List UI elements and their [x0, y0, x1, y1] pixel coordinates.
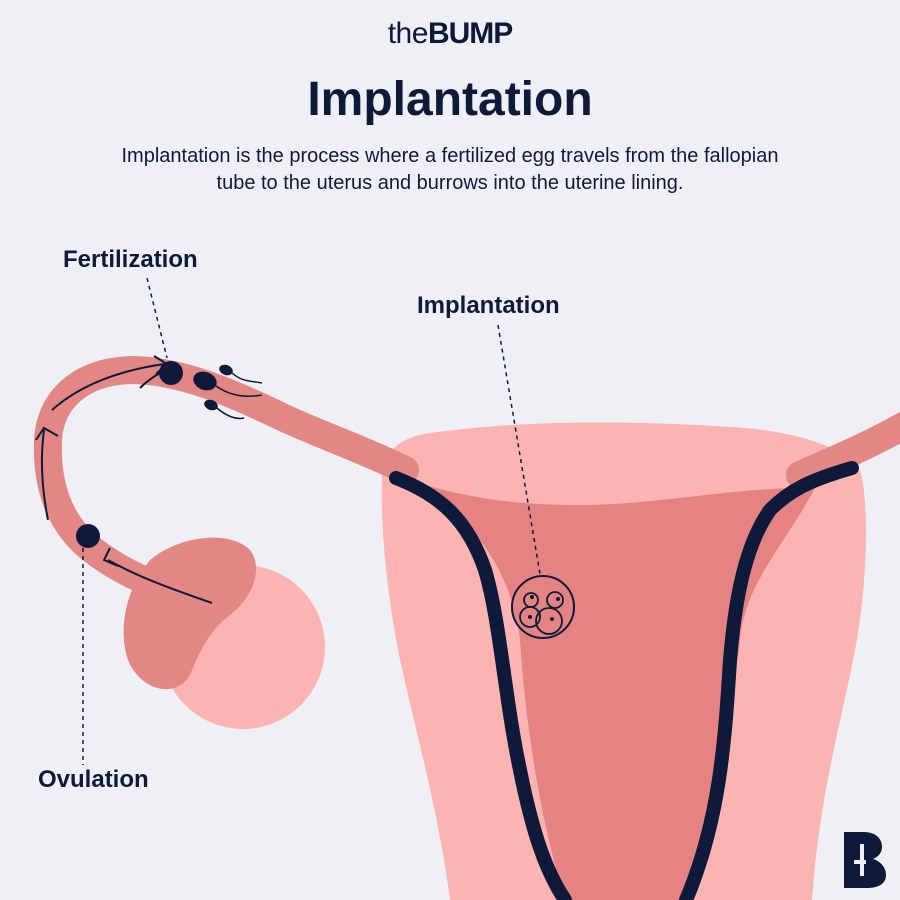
page-description: Implantation is the process where a fert… [121, 145, 779, 194]
brand-logo: theBUMP [0, 14, 900, 54]
fertilization-callout-line [146, 277, 168, 359]
ovulation-label: Ovulation [38, 766, 149, 793]
uterine-lining-right [679, 461, 859, 900]
travel-arrow-2-head [35, 426, 59, 441]
embryo [511, 575, 575, 639]
sperm-1 [193, 371, 263, 398]
bump-logo-mark [844, 832, 886, 888]
sperm-3 [204, 399, 245, 420]
ovary-ligament [123, 537, 257, 690]
brand-logo-bold: BUMP [427, 17, 513, 50]
fertilization-label: Fertilization [63, 246, 198, 273]
travel-arrow-1 [107, 559, 213, 604]
travel-arrow-1-head [102, 547, 119, 567]
brand-logo-light: the [387, 17, 429, 50]
fertilization-dot [159, 361, 183, 385]
ovulation-dot [76, 524, 100, 548]
travel-arrow-3 [51, 363, 166, 411]
implantation-label: Implantation [417, 292, 560, 319]
fallopian-tube-left [33, 355, 419, 617]
travel-arrow-2 [40, 429, 49, 521]
implantation-callout-line [497, 324, 541, 575]
page-title: Implantation [307, 73, 593, 126]
sperm-2 [219, 364, 263, 384]
fallopian-tube-right [786, 412, 900, 489]
uterine-lining-left [389, 471, 572, 900]
